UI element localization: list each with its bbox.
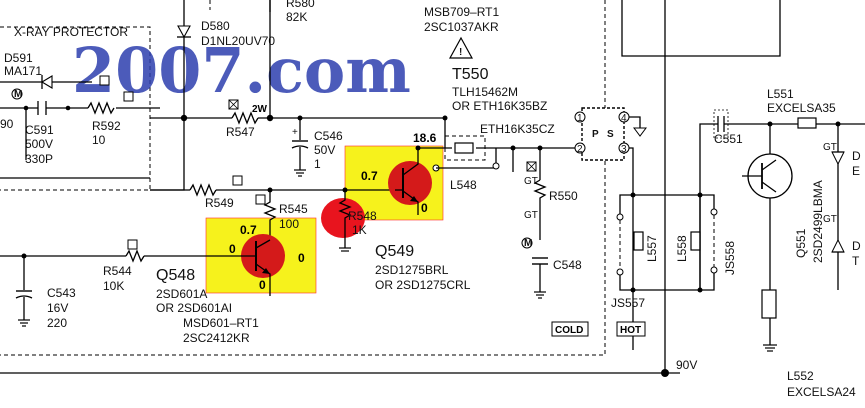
q549-base-voltage: 0.7 [361,169,378,183]
r548-ref: R548 [348,209,377,223]
q549-ref: Q549 [375,243,414,260]
q548-part4: 2SC2412KR [183,331,250,345]
r580-val: 82K [286,10,307,24]
r548-highlight [321,198,365,238]
r544-val: 10K [103,279,124,293]
q548-input-voltage: 0 [229,242,236,256]
q548-part1: 2SD601A [156,287,207,301]
d580-ref: D580 [201,19,230,33]
svg-text:2: 2 [577,144,583,155]
q551-ref: Q551 [794,228,808,258]
svg-text:+: + [292,127,298,138]
c551-ref: C551 [714,132,743,146]
c543-ref: C543 [47,286,76,300]
r549-ref: R549 [205,196,234,210]
q548-ref: Q548 [156,267,195,284]
r550-ref: R550 [549,189,578,203]
svg-text:GT: GT [524,176,538,187]
c543-val: 220 [47,316,67,330]
svg-text:3: 3 [621,144,627,155]
js558-ref: JS558 [723,241,737,275]
d591-diode-symbol [40,75,53,89]
t550-ref: T550 [452,66,489,83]
t550-part2: OR ETH16K35BZ [452,99,547,113]
d591-ref: D591 [4,51,33,65]
q551-part: 2SD2499LBMA [811,180,825,263]
l551-part: EXCELSA35 [767,101,836,115]
c591-v: 500V [25,137,53,151]
l558-ref: L558 [675,235,689,262]
d591-part: MA171 [4,64,42,78]
l548-symbol [454,142,474,154]
r545-ref: R545 [279,202,308,216]
l552-ref: L552 [787,369,814,383]
q548-transistor [241,234,285,278]
q549-collector-voltage: 18.6 [413,131,437,145]
supply-label: 90V [676,358,697,372]
r545-val: 100 [279,217,299,231]
c546-val: 1 [314,157,321,171]
r548-symbol [338,190,352,248]
svg-text:M: M [524,238,532,249]
svg-text:GT: GT [823,142,837,153]
svg-text:GT: GT [524,210,538,221]
svg-text:4: 4 [621,113,627,124]
q549-part1: 2SD1275BRL [375,263,449,277]
q548-part2: OR 2SD601AI [156,301,232,315]
q548-emitter-voltage2: 0 [259,278,266,292]
r547-rating: 2W [252,104,268,115]
svg-text:90: 90 [0,117,14,131]
c548-ref: C548 [553,258,582,272]
r547-ref: R547 [226,125,255,139]
svg-text:1: 1 [577,113,583,124]
t550-part1: TLH15462M [452,85,518,99]
cold-tag: COLD [555,325,583,336]
r548-val: 1K [352,223,367,237]
r547-symbol [231,111,259,125]
svg-text:E: E [852,164,860,178]
t550-transformer [581,107,625,161]
r592-symbol [87,101,115,115]
svg-text:GT: GT [823,214,837,225]
hot-tag: HOT [620,325,641,336]
r544-ref: R544 [103,264,132,278]
svg-text:S: S [607,129,614,140]
protector-title: X-RAY PROTECTOR [14,25,128,39]
d580-part: D1NL20UV70 [201,34,275,48]
l557-ref: L557 [645,235,659,262]
svg-text:T: T [852,254,860,268]
l548-ref: L548 [450,178,477,192]
q548-part3: MSD601–RT1 [183,316,259,330]
q548-base-voltage: 0.7 [240,223,257,237]
q548-emitter-voltage: 0 [298,251,305,265]
c543-v: 16V [47,301,68,315]
t550-part3: ETH16K35CZ [480,122,555,136]
svg-text:M: M [14,89,22,100]
c591-val: 330P [25,152,53,166]
svg-text:P: P [592,129,599,140]
q549-part2: OR 2SD1275CRL [375,278,471,292]
r545-symbol [263,190,277,240]
t550-top2: 2SC1037AKR [424,20,499,34]
q549-transistor [388,161,432,205]
r592-val: 10 [92,133,106,147]
r592-ref: R592 [92,119,121,133]
r549-symbol [189,183,217,197]
c546-v: 50V [314,143,335,157]
l552-part: EXCELSA24 [787,385,856,399]
c591-ref: C591 [25,123,54,137]
cold-boundary [0,0,606,356]
svg-text:D: D [852,239,861,253]
r580-ref: R580 [286,0,315,10]
svg-text:!: ! [459,47,462,58]
c546-ref: C546 [314,129,343,143]
t550-top1: MSB709–RT1 [424,5,499,19]
q549-emitter-voltage: 0 [421,201,428,215]
js557-ref: JS557 [611,296,645,310]
svg-text:D: D [852,149,861,163]
l551-ref: L551 [767,87,794,101]
r550-symbol [533,179,547,240]
